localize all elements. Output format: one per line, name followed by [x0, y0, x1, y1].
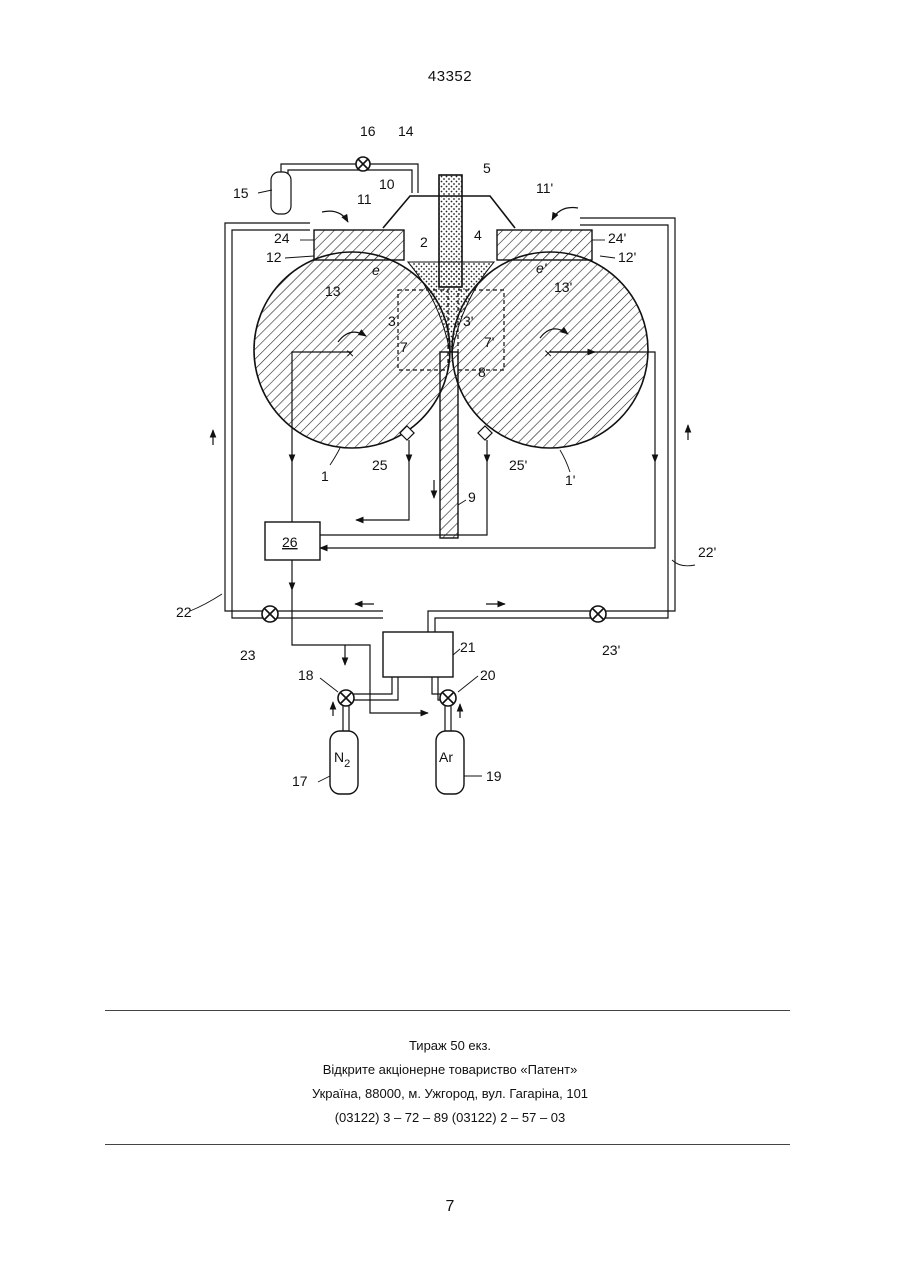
- valve-18: [338, 690, 354, 706]
- valve-23: [262, 606, 278, 622]
- label-17: 17: [292, 773, 308, 789]
- label-20: 20: [480, 667, 496, 683]
- label-25p: 25': [509, 457, 527, 473]
- valve-23p: [590, 606, 606, 622]
- label-1p: 1': [565, 472, 575, 488]
- top-pipe-14: [281, 164, 418, 193]
- gas-mixer-21: [383, 632, 453, 677]
- label-5: 5: [483, 160, 491, 176]
- label-2: 2: [420, 234, 428, 250]
- mixer-feed-pipes: [343, 677, 451, 732]
- label-21: 21: [460, 639, 476, 655]
- label-24: 24: [274, 230, 290, 246]
- label-e: e: [372, 262, 380, 278]
- label-26: 26: [282, 534, 298, 550]
- valve-20: [440, 690, 456, 706]
- label-7: 7: [400, 339, 408, 355]
- label-11p: 11': [536, 180, 553, 196]
- label-8: 8: [478, 364, 486, 380]
- cast-strip-9: [440, 352, 458, 538]
- label-13p: 13': [554, 279, 572, 295]
- label-11: 11: [357, 191, 372, 207]
- imprint-address: Україна, 88000, м. Ужгород, вул. Гагарін…: [0, 1082, 900, 1106]
- label-3: 3: [388, 313, 396, 329]
- label-ar: Ar: [439, 749, 453, 765]
- label-18: 18: [298, 667, 314, 683]
- label-3p: 3': [463, 313, 473, 329]
- label-7p: 7': [484, 334, 494, 350]
- imprint-publisher: Відкрите акціонерне товариство «Патент»: [0, 1058, 900, 1082]
- imprint-top-rule: [105, 1010, 790, 1011]
- label-16: 16: [360, 123, 376, 139]
- centre-mark-right: ×: [544, 345, 552, 361]
- label-4: 4: [474, 227, 482, 243]
- label-ep: e': [536, 260, 548, 276]
- imprint-block: Тираж 50 екз. Відкрите акціонерне товари…: [0, 1034, 900, 1130]
- label-23p: 23': [602, 642, 620, 658]
- label-25: 25: [372, 457, 388, 473]
- label-22p: 22': [698, 544, 716, 560]
- label-10: 10: [379, 176, 395, 192]
- valve-16: [356, 157, 370, 171]
- gas-bottle-15: [271, 172, 291, 214]
- imprint-bottom-rule: [105, 1144, 790, 1145]
- label-24p: 24': [608, 230, 626, 246]
- nozzle-5: [439, 175, 462, 287]
- label-9: 9: [468, 489, 476, 505]
- label-23: 23: [240, 647, 256, 663]
- imprint-print-run: Тираж 50 екз.: [0, 1034, 900, 1058]
- label-19: 19: [486, 768, 502, 784]
- page-number: 7: [0, 1198, 900, 1216]
- patent-figure: × × 16 14 5 10 11 11' 15 24 24' 12 12' 2…: [0, 0, 900, 1000]
- label-1: 1: [321, 468, 329, 484]
- imprint-phones: (03122) 3 – 72 – 89 (03122) 2 – 57 – 03: [0, 1106, 900, 1130]
- label-14: 14: [398, 123, 414, 139]
- label-12p: 12': [618, 249, 636, 265]
- centre-mark-left: ×: [346, 345, 354, 361]
- label-22: 22: [176, 604, 192, 620]
- label-13: 13: [325, 283, 341, 299]
- label-15: 15: [233, 185, 249, 201]
- label-12: 12: [266, 249, 282, 265]
